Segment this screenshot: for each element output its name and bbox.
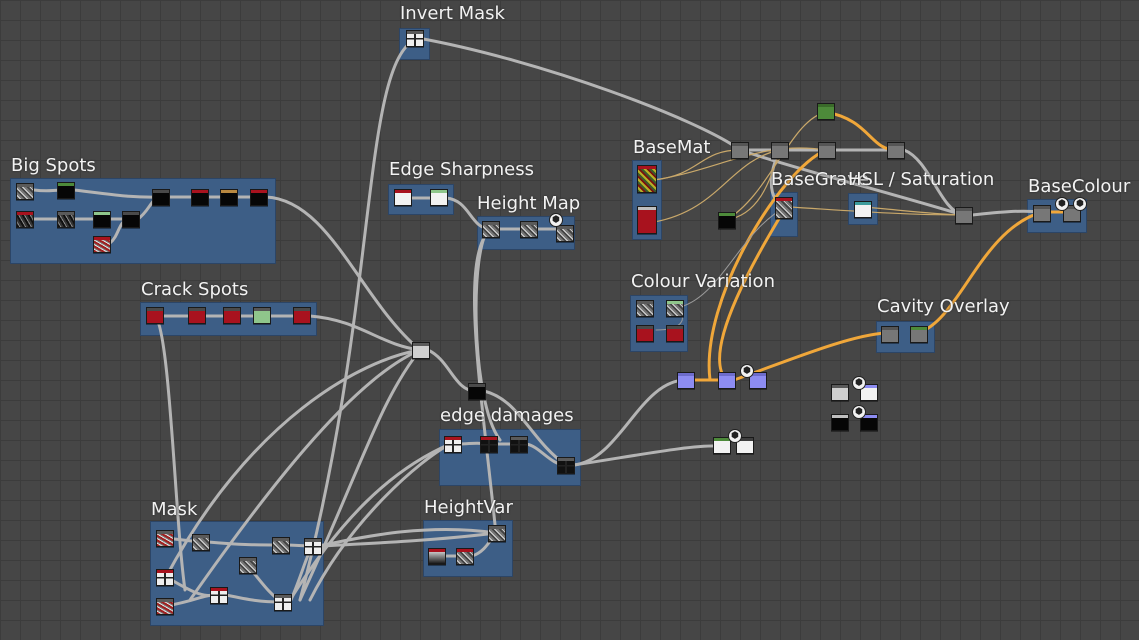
output-node[interactable] <box>860 414 878 431</box>
blend-node[interactable] <box>152 189 170 206</box>
basecolour-blend-node[interactable] <box>1033 205 1051 222</box>
output-badge-icon[interactable] <box>852 405 866 419</box>
blend-node[interactable] <box>955 207 973 224</box>
height-node[interactable] <box>520 221 538 238</box>
frame-title-hsl-saturation: HSL / Saturation <box>848 169 995 190</box>
basemat-color-node[interactable] <box>637 206 657 234</box>
sharpen-node[interactable] <box>394 189 412 206</box>
variation-node[interactable] <box>666 325 684 342</box>
frame-title-cavity-overlay: Cavity Overlay <box>877 296 1010 317</box>
crack-node[interactable] <box>223 307 241 324</box>
crack-node[interactable] <box>188 307 206 324</box>
mask-noise-node[interactable] <box>156 598 174 615</box>
noise-node[interactable] <box>16 183 34 200</box>
frame-title-edge-damages: edge damages <box>440 405 574 426</box>
normal-node[interactable] <box>718 372 736 389</box>
noise-node[interactable] <box>57 211 75 228</box>
invert-node[interactable] <box>406 30 424 47</box>
frame-title-basecolour: BaseColour <box>1028 176 1131 197</box>
blend-node[interactable] <box>250 189 268 206</box>
blend-node[interactable] <box>818 142 836 159</box>
crack-node[interactable] <box>253 307 271 324</box>
mask-node[interactable] <box>304 538 322 555</box>
mask-node[interactable] <box>210 587 228 604</box>
damage-node[interactable] <box>557 457 575 474</box>
frame-title-big-spots: Big Spots <box>11 155 96 176</box>
output-node[interactable] <box>831 384 849 401</box>
frame-title-invert-mask: Invert Mask <box>400 3 505 24</box>
crack-node[interactable] <box>293 307 311 324</box>
basegrave-node[interactable] <box>775 197 793 219</box>
blend-node[interactable] <box>122 211 140 228</box>
blend-node[interactable] <box>887 142 905 159</box>
mask-node[interactable] <box>272 537 290 554</box>
noise-node[interactable] <box>93 236 111 253</box>
variation-node[interactable] <box>636 300 654 317</box>
damage-node[interactable] <box>444 436 462 453</box>
levels-node[interactable] <box>57 182 75 199</box>
output-badge-icon[interactable] <box>549 213 563 227</box>
mask-node[interactable] <box>239 557 257 574</box>
mask-node[interactable] <box>192 534 210 551</box>
height-node[interactable] <box>482 221 500 238</box>
output-badge-icon[interactable] <box>1073 197 1087 211</box>
blend-node[interactable] <box>731 142 749 159</box>
height-output-node[interactable] <box>556 225 574 242</box>
levels-node[interactable] <box>93 211 111 228</box>
noise-node[interactable] <box>16 211 34 228</box>
output-badge-icon[interactable] <box>1055 197 1069 211</box>
output-badge-icon[interactable] <box>728 429 742 443</box>
frame-mask <box>150 521 324 626</box>
blend-node[interactable] <box>191 189 209 206</box>
variation-node[interactable] <box>636 325 654 342</box>
output-badge-icon[interactable] <box>740 364 754 378</box>
heightvar-node[interactable] <box>456 548 474 565</box>
output-node[interactable] <box>736 437 754 454</box>
color-node[interactable] <box>817 103 835 120</box>
mask-noise-node[interactable] <box>156 530 174 547</box>
frame-title-edge-sharpness: Edge Sharpness <box>389 159 534 180</box>
frame-title-crack-spots: Crack Spots <box>141 279 249 300</box>
cavity-node[interactable] <box>881 326 899 343</box>
mask-node[interactable] <box>156 569 174 586</box>
normal-node[interactable] <box>677 372 695 389</box>
variation-node[interactable] <box>666 300 684 317</box>
frame-title-mask: Mask <box>151 499 198 520</box>
output-node[interactable] <box>831 414 849 431</box>
basemat-texture-node[interactable] <box>637 165 657 193</box>
frame-title-height-map: Height Map <box>477 193 581 214</box>
mask-node[interactable] <box>274 594 292 611</box>
heightvar-node[interactable] <box>488 525 506 542</box>
output-badge-icon[interactable] <box>852 376 866 390</box>
crack-node[interactable] <box>146 307 164 324</box>
frame-title-basemat: BaseMat <box>633 137 711 158</box>
blend-node[interactable] <box>771 142 789 159</box>
merge-node[interactable] <box>412 342 430 359</box>
cavity-node[interactable] <box>910 326 928 343</box>
damage-node[interactable] <box>510 436 528 453</box>
sharpen-node[interactable] <box>430 189 448 206</box>
uniform-color-node[interactable] <box>718 212 736 229</box>
frame-title-colour-variation: Colour Variation <box>631 271 775 292</box>
hsl-node[interactable] <box>854 201 872 218</box>
blend-node[interactable] <box>220 189 238 206</box>
output-node[interactable] <box>860 384 878 401</box>
blend-node[interactable] <box>468 383 486 400</box>
frame-title-heightvar: HeightVar <box>424 497 513 518</box>
gradient-node[interactable] <box>428 548 446 565</box>
damage-node[interactable] <box>480 436 498 453</box>
